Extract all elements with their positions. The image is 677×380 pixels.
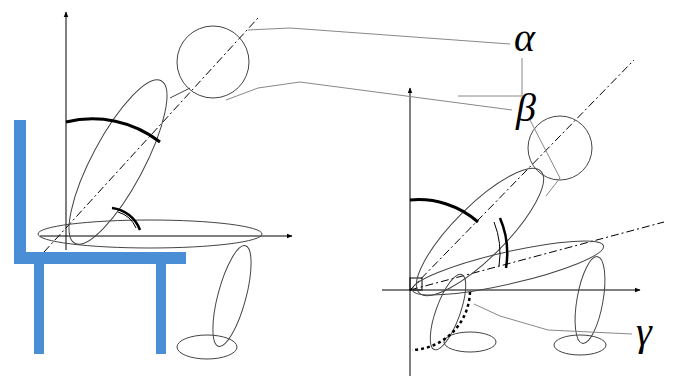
seated-figure <box>38 26 262 359</box>
angle-label: α <box>514 18 535 58</box>
right-angle-arcs <box>410 200 507 350</box>
left-angle-arcs <box>66 119 160 230</box>
angle-label: γ <box>636 312 652 352</box>
right-axes <box>382 60 664 376</box>
squatting-figure <box>401 116 611 355</box>
left-axes <box>40 12 292 252</box>
angle-label: β <box>516 88 536 128</box>
leader-lines <box>226 28 632 334</box>
